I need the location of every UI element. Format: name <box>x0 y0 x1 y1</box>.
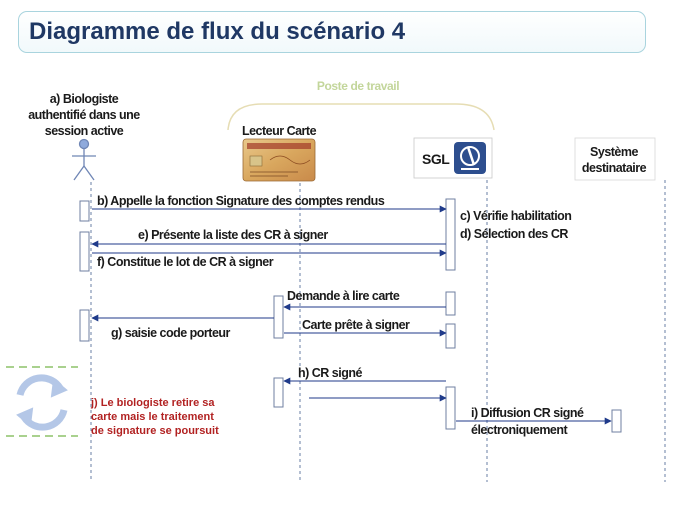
actor-card-reader: Lecteur Carte <box>242 124 317 182</box>
activation-bar <box>273 295 284 339</box>
activation-bar <box>79 231 90 272</box>
message-f-label: f) Constitue le lot de CR à signer <box>97 255 274 269</box>
page-title: Diagramme de flux du scénario 4 <box>29 18 406 45</box>
person-icon <box>72 138 96 181</box>
cycle-icon <box>16 374 68 431</box>
message-g-label: g) saisie code porteur <box>111 326 231 340</box>
smart-card-icon <box>242 138 316 182</box>
message-c-label: c) Vérifie habilitation <box>460 209 571 223</box>
activation-bar <box>445 386 456 430</box>
activation-bar <box>79 200 90 222</box>
activation-bar <box>445 323 456 349</box>
title-banner: Diagramme de flux du scénario 4 <box>18 11 646 53</box>
actor-label-line: authentifié dans une <box>28 108 140 122</box>
destination-label-line: Système <box>590 145 638 159</box>
message-d-label: d) Sélection des CR <box>460 227 568 241</box>
destination-label-line: destinataire <box>582 161 647 175</box>
sgl-label: SGL <box>422 151 450 167</box>
activation-bar <box>79 309 90 342</box>
card-reader-label: Lecteur Carte <box>242 124 317 138</box>
activation-bar <box>445 198 456 271</box>
message-b-label: b) Appelle la fonction Signature des com… <box>97 194 385 208</box>
activation-bar <box>273 377 284 408</box>
activation-bar <box>611 409 622 433</box>
message-i-label-line: i) Diffusion CR signé <box>471 406 584 420</box>
actor-biologist: a) Biologiste authentifié dans une sessi… <box>28 92 141 181</box>
note-j-line: j) Le biologiste retire sa <box>90 397 215 409</box>
note-j-line: de signature se poursuit <box>91 425 219 437</box>
microscope-logo-icon <box>454 142 486 174</box>
group-bracket <box>227 103 495 131</box>
actor-sgl: SGL <box>413 137 493 179</box>
destination-box <box>574 137 656 181</box>
message-read-card-label: Demande à lire carte <box>287 289 400 303</box>
message-e-label: e) Présente la liste des CR à signer <box>138 228 328 242</box>
actor-label-line: session active <box>45 124 124 138</box>
note-j-line: carte mais le traitement <box>91 411 214 423</box>
message-h-label: h) CR signé <box>298 366 362 380</box>
actor-destination: Système destinataire <box>574 137 656 181</box>
activation-bar <box>445 291 456 316</box>
message-card-ready-label: Carte prête à signer <box>302 318 410 332</box>
group-label: Poste de travail <box>317 79 399 93</box>
message-i-label-line: électroniquement <box>471 423 569 437</box>
actor-label-line: a) Biologiste <box>50 92 119 106</box>
